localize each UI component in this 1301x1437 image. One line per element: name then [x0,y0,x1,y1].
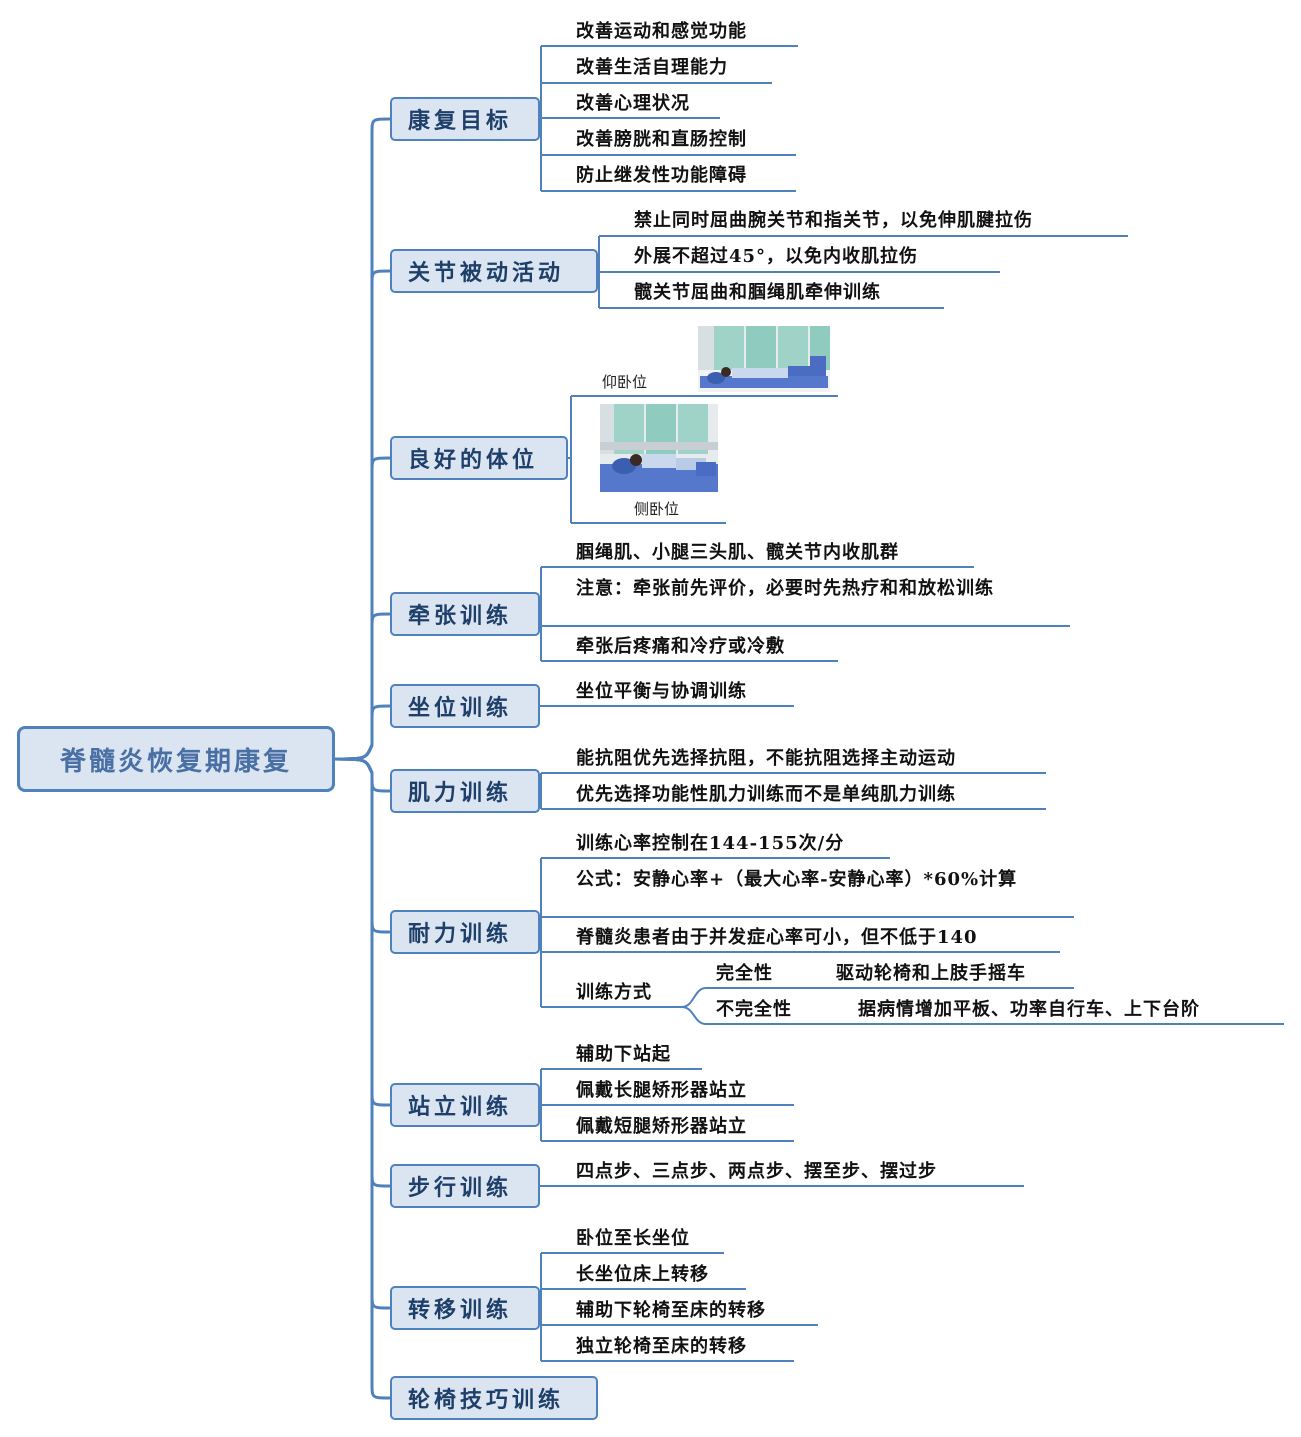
branch-standing[interactable]: 站立训练 [390,1083,540,1127]
method-complete-link [681,987,812,1008]
leaf-method-complete-detail: 驱动轮椅和上肢手摇车 [836,963,1026,984]
leaf-standing-short-orthosis: 佩戴短腿矫形器站立 [576,1116,747,1137]
leaf-goal-bladder: 改善膀胱和直肠控制 [576,129,747,150]
leaf-joint-abduct: 外展不超过45°，以免内收肌拉伤 [634,246,919,267]
caption-side-lying: 侧卧位 [634,500,680,518]
leaf-method-incomplete-detail: 据病情增加平板、功率自行车、上下台阶 [858,999,1200,1020]
leaf-transfer-lying: 卧位至长坐位 [576,1228,690,1249]
leaf-standing-long-orthosis: 佩戴长腿矫形器站立 [576,1080,747,1101]
leaf-endurance-formula: 公式：安静心率+（最大心率-安静心率）*60%计算 [576,869,1018,890]
side-lying-photo [600,404,718,492]
branch-transfer[interactable]: 转移训练 [390,1286,540,1330]
leaf-stretch-after: 牵张后疼痛和冷疗或冷敷 [576,636,785,657]
root-link-4 [334,704,391,761]
root-link-6 [334,757,391,934]
root-node[interactable]: 脊髓炎恢复期康复 [17,726,335,792]
caption-supine: 仰卧位 [602,373,648,391]
branch-stretch[interactable]: 牵张训练 [390,592,540,636]
branch-strength[interactable]: 肌力训练 [390,769,540,813]
leaf-goal-prevent: 防止继发性功能障碍 [576,165,747,186]
root-link-9 [334,757,391,1310]
branch-good-position[interactable]: 良好的体位 [390,436,568,480]
leaf-goal-psych: 改善心理状况 [576,93,690,114]
leaf-endurance-heartrate: 训练心率控制在144-155次/分 [576,833,845,854]
leaf-joint-wrist: 禁止同时屈曲腕关节和指关节，以免伸肌腱拉伤 [634,210,1033,231]
leaf-endurance-myelitis: 脊髓炎患者由于并发症心率可小，但不低于140 [576,927,978,948]
leaf-endurance-method: 训练方式 [576,982,652,1003]
root-link-2 [334,456,391,761]
root-link-0 [334,117,391,761]
leaf-walking-gaits: 四点步、三点步、两点步、摆至步、摆过步 [576,1161,937,1182]
leaf-joint-hip: 髋关节屈曲和腘绳肌牵伸训练 [634,282,881,303]
branch-wheelchair[interactable]: 轮椅技巧训练 [390,1376,598,1420]
root-link-1 [334,269,391,761]
leaf-transfer-bed: 长坐位床上转移 [576,1264,709,1285]
leaf-strength-functional: 优先选择功能性肌力训练而不是单纯肌力训练 [576,784,956,805]
leaf-sitting-balance: 坐位平衡与协调训练 [576,681,747,702]
root-link-10 [334,757,391,1400]
leaf-goal-motor: 改善运动和感觉功能 [576,21,747,42]
leaf-transfer-assisted: 辅助下轮椅至床的转移 [576,1300,766,1321]
leaf-stretch-note: 注意：牵张前先评价，必要时先热疗和和放松训练 [576,578,994,599]
method-incomplete-link [681,1006,822,1025]
root-link-8 [334,757,391,1188]
branch-sitting[interactable]: 坐位训练 [390,684,540,728]
leaf-method-complete: 完全性 [716,963,773,984]
root-link-3 [334,612,391,761]
leaf-method-incomplete: 不完全性 [716,999,792,1020]
root-link-5 [334,757,391,793]
branch-rehab-goals[interactable]: 康复目标 [390,97,540,141]
branch-endurance[interactable]: 耐力训练 [390,910,540,954]
branch-walking[interactable]: 步行训练 [390,1164,540,1208]
leaf-goal-selfcare: 改善生活自理能力 [576,57,728,78]
leaf-stretch-muscles: 腘绳肌、小腿三头肌、髋关节内收肌群 [576,542,899,563]
leaf-strength-resist: 能抗阻优先选择抗阻，不能抗阻选择主动运动 [576,748,956,769]
branch-passive-joint[interactable]: 关节被动活动 [390,249,598,293]
leaf-transfer-independent: 独立轮椅至床的转移 [576,1336,747,1357]
leaf-standing-assisted: 辅助下站起 [576,1044,671,1065]
supine-photo [698,326,830,392]
